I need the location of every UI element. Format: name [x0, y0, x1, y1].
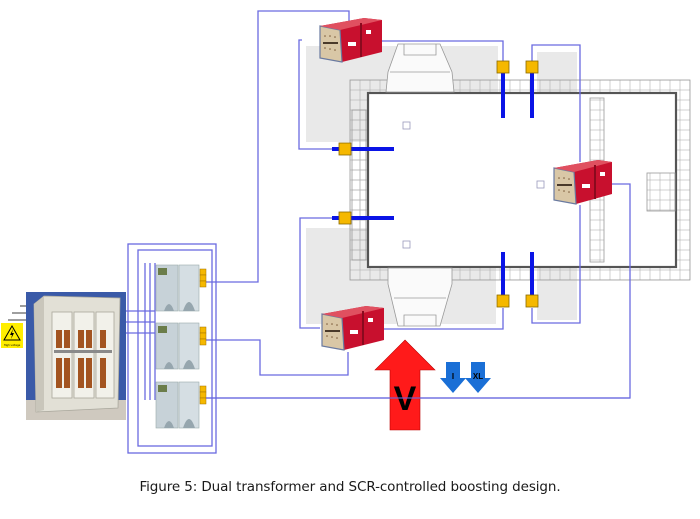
wire-bottom-transformer-to-bus [382, 308, 504, 330]
voltage-label: V [394, 380, 417, 418]
clamp [525, 294, 539, 308]
scr-unit-3 [155, 381, 207, 429]
clamp [525, 60, 539, 74]
scr-unit-1 [155, 264, 207, 312]
wire-scr1-to-top-transformer [206, 10, 350, 283]
reactance-down-arrow: XL [465, 362, 491, 393]
wiring [8, 10, 631, 399]
voltage-up-arrow: V [374, 339, 436, 431]
wire-right-loop-top [531, 44, 581, 162]
clamp [496, 60, 510, 74]
current-label: I [452, 372, 454, 381]
boost-transformers [319, 18, 612, 351]
scr-cabinet-inner [137, 249, 213, 447]
boost-transformer-right [553, 160, 612, 205]
wire-right-loop-bottom [531, 205, 581, 324]
clamps [338, 60, 539, 308]
scr-cabinet [127, 243, 217, 454]
boost-transformer-top [319, 18, 382, 63]
flue-bottom [387, 267, 453, 327]
reactance-label: XL [473, 372, 483, 381]
clamp [496, 294, 510, 308]
furnace-chamber [366, 91, 678, 269]
high-voltage-sign: High voltage [1, 323, 23, 348]
wire-scr2-to-bottom-transformer [206, 339, 349, 376]
high-voltage-label: High voltage [4, 343, 21, 347]
wire-top-transformer-to-bus [382, 40, 504, 62]
scr-cabinet-outer [127, 243, 217, 454]
figure-caption: Figure 5: Dual transformer and SCR-contr… [139, 479, 561, 495]
boost-transformer-bottom [321, 306, 384, 351]
clamp [338, 142, 352, 156]
wire-top-transformer-to-clamp [298, 39, 342, 150]
lightning-icon [10, 329, 14, 339]
main-transformer: High voltage [1, 292, 126, 420]
wire-bottom-transformer-to-clamp [299, 217, 342, 329]
current-down-arrow: I [440, 362, 466, 393]
scr-units [155, 264, 207, 429]
furnace-plan [349, 43, 691, 327]
flue-top [385, 43, 455, 93]
scr-unit-2 [155, 322, 207, 370]
clamp [338, 211, 352, 225]
